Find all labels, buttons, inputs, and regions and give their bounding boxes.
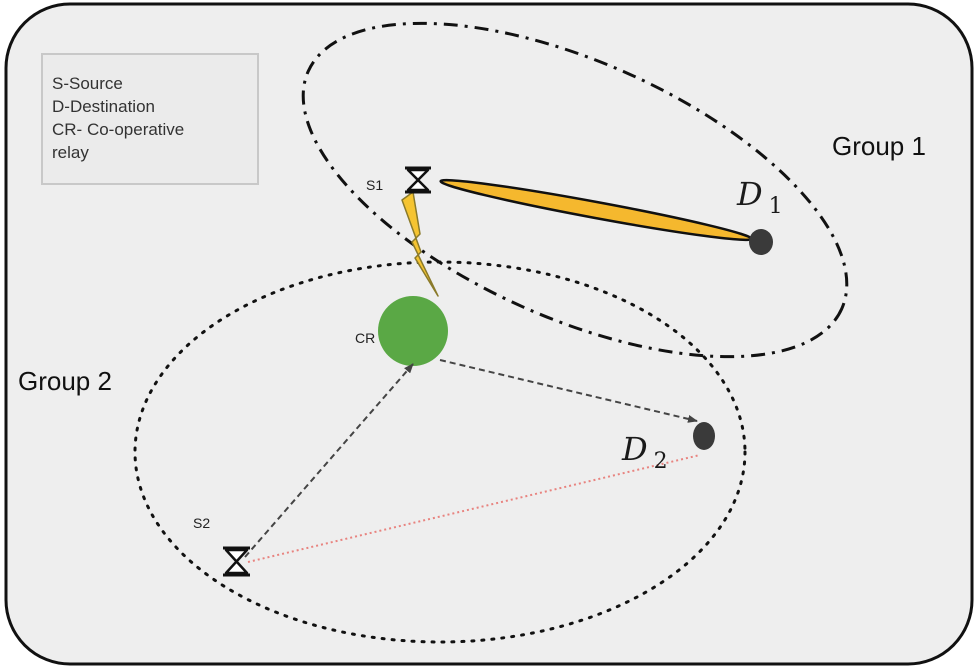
cooperative-relay-node [378, 296, 448, 366]
legend-line-source: S-Source [52, 74, 123, 93]
link-cr-to-d2 [439, 359, 698, 423]
destination-d1-node [749, 229, 773, 255]
group1-label: Group 1 [832, 131, 926, 161]
source-s2-icon [223, 546, 250, 577]
group1-boundary [301, 21, 849, 359]
legend-line-relay-cont: relay [52, 143, 89, 162]
link-s2-to-cr [244, 363, 414, 558]
d2-letter: D [621, 430, 648, 468]
legend-frame [41, 53, 259, 185]
cr-label: CR [355, 330, 375, 346]
group2-label: Group 2 [18, 366, 112, 396]
destination-d2-node [693, 422, 715, 450]
legend-box: S-Source D-Destination CR- Co-operative … [41, 53, 259, 185]
s2-label: S2 [193, 515, 210, 531]
source-s1-icon [405, 166, 431, 194]
interference-bolt-icon [401, 191, 439, 297]
d2-subscript: 2 [654, 449, 668, 474]
d1-letter: D [736, 175, 763, 213]
d2-label: D 2 [621, 430, 668, 474]
d1-subscript: 1 [769, 194, 783, 219]
legend-line-relay: CR- Co-operative [52, 120, 184, 139]
legend-line-destination: D-Destination [52, 97, 155, 116]
group2-boundary [133, 260, 747, 644]
s1-label: S1 [366, 177, 383, 193]
d1-label: D 1 [736, 175, 783, 219]
